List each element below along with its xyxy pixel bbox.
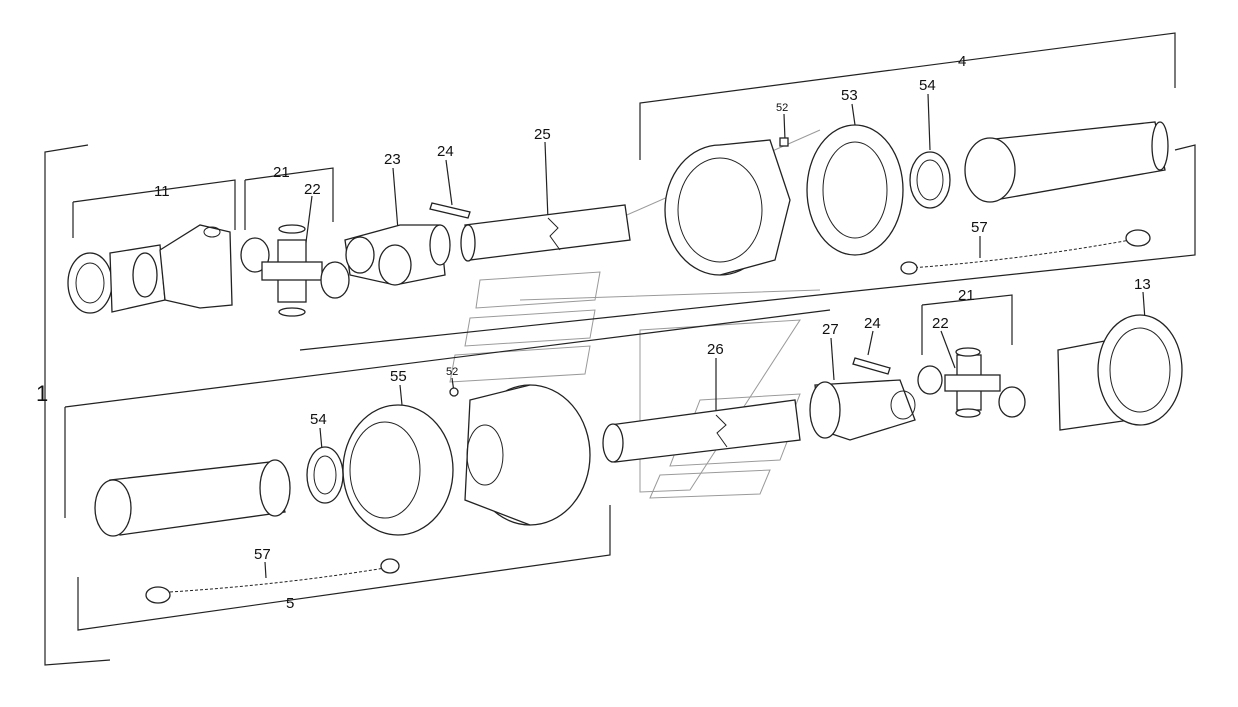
part-inner-yoke-27	[809, 379, 916, 441]
callout-52-upper: 52	[776, 102, 788, 114]
callout-22-lower: 22	[932, 315, 949, 332]
callout-52-lower: 52	[446, 366, 458, 378]
callout-27: 27	[822, 321, 839, 338]
callout-5: 5	[286, 595, 294, 612]
part-outer-tube-upper	[964, 121, 1169, 203]
callout-11: 11	[154, 183, 170, 200]
callout-26: 26	[707, 341, 724, 358]
callout-57-upper: 57	[971, 219, 988, 236]
part-yoke-11	[67, 224, 233, 314]
callout-55: 55	[390, 368, 407, 385]
callout-25: 25	[534, 126, 551, 143]
callout-23: 23	[384, 151, 401, 168]
part-inner-tube-25	[460, 204, 631, 262]
part-outer-tube-26	[602, 399, 801, 463]
part-spring-pin-24	[429, 202, 471, 219]
part-guard-cone-upper	[664, 124, 904, 276]
callout-54-lower: 54	[310, 411, 327, 428]
part-chain-57-lower	[145, 558, 400, 604]
callout-1: 1	[36, 381, 48, 406]
part-inner-tube-lower	[94, 459, 291, 537]
part-guard-cone-lower	[342, 384, 591, 536]
part-chain-57-upper	[900, 229, 1151, 275]
part-spring-pin-24-lower	[852, 357, 891, 375]
callout-4: 4	[958, 53, 966, 70]
part-cross-kit-21	[240, 224, 350, 317]
part-bearing-ring-54-lower	[306, 446, 344, 504]
part-cross-kit-21-lower	[917, 347, 1026, 418]
callout-22-upper: 22	[304, 181, 321, 198]
callout-24-lower: 24	[864, 315, 881, 332]
part-bearing-ring-54-upper	[909, 151, 951, 209]
callout-21-upper: 21	[273, 164, 290, 181]
callout-13: 13	[1134, 276, 1151, 293]
callout-24-upper: 24	[437, 143, 454, 160]
part-inner-yoke-23	[344, 224, 451, 286]
callout-53: 53	[841, 87, 858, 104]
bracket-lines	[44, 32, 1196, 666]
callout-54-upper: 54	[919, 77, 936, 94]
part-safety-yoke-13	[1057, 314, 1183, 431]
callout-57-lower: 57	[254, 546, 271, 563]
callout-21-lower: 21	[958, 287, 975, 304]
